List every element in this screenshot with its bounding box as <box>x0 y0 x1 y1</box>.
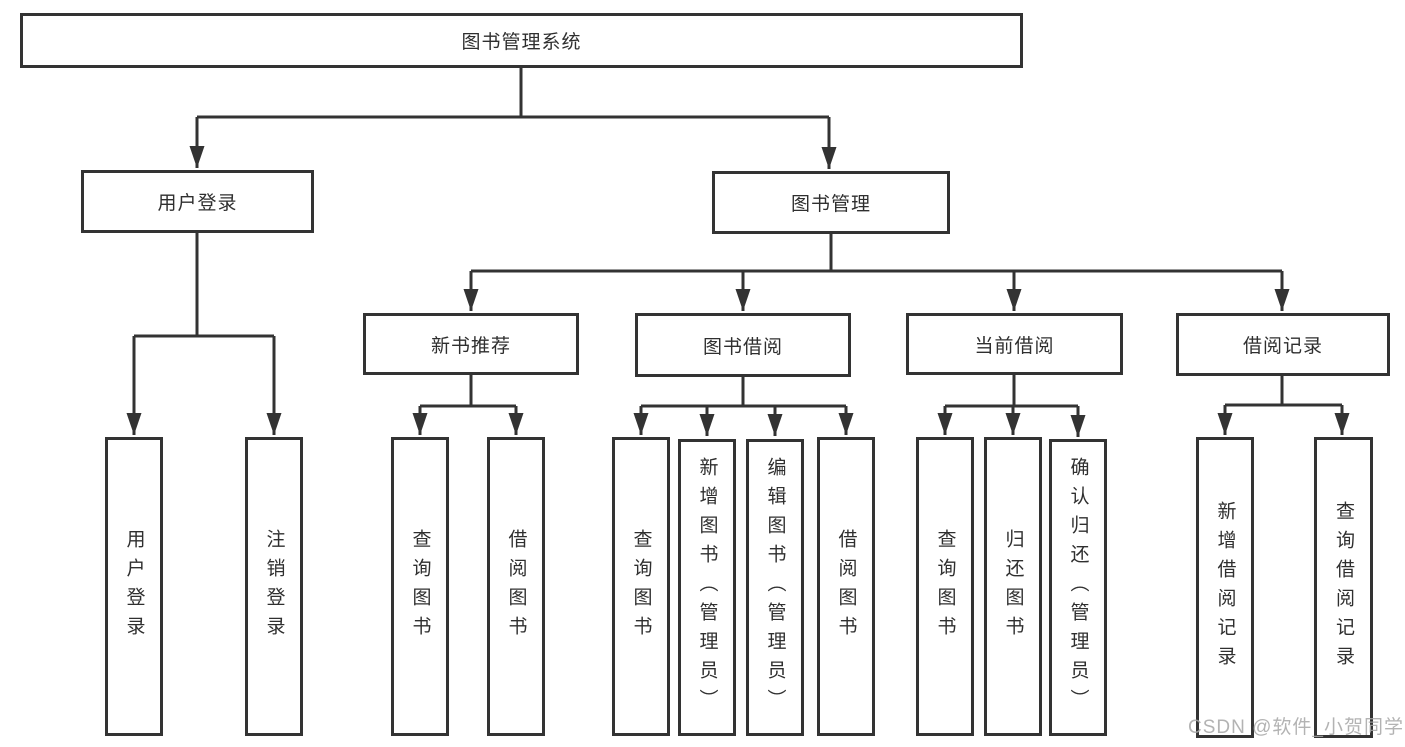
node-label: 新增借阅记录 <box>1214 500 1236 675</box>
node-label: 图书管理系统 <box>461 32 582 53</box>
leaf-query-books-3: 查询图书 <box>916 437 974 736</box>
leaf-borrow-books-2: 借阅图书 <box>817 437 875 736</box>
node-book-borrowing: 图书借阅 <box>635 313 851 377</box>
node-label: 借阅图书 <box>835 528 857 645</box>
leaf-query-borrow-record: 查询借阅记录 <box>1314 437 1373 738</box>
node-label: 查询图书 <box>630 528 652 645</box>
leaf-edit-books-admin: 编辑图书（管理员） <box>746 439 804 736</box>
node-label: 用户登录 <box>157 193 238 214</box>
node-book-management-branch: 图书管理 <box>712 171 950 234</box>
node-label: 查询借阅记录 <box>1333 500 1354 675</box>
node-label: 查询图书 <box>409 528 431 645</box>
node-label: 查询图书 <box>934 528 956 645</box>
node-label: 新书推荐 <box>430 335 511 357</box>
node-user-login-branch: 用户登录 <box>81 170 314 233</box>
node-current-borrowing: 当前借阅 <box>906 313 1123 375</box>
leaf-return-books: 归还图书 <box>984 437 1042 736</box>
node-label: 确认归还（管理员） <box>1067 457 1089 718</box>
csdn-watermark: CSDN @软件_小贺同学 <box>1188 717 1404 738</box>
leaf-add-borrow-record: 新增借阅记录 <box>1196 437 1254 738</box>
node-label: 编辑图书（管理员） <box>764 457 786 718</box>
node-borrowing-records: 借阅记录 <box>1176 313 1390 376</box>
node-label: 图书借阅 <box>702 336 783 358</box>
leaf-borrow-books-1: 借阅图书 <box>487 437 545 736</box>
leaf-add-books-admin: 新增图书（管理员） <box>678 439 736 736</box>
leaf-user-login: 用户登录 <box>105 437 163 736</box>
node-new-book-recommendation: 新书推荐 <box>363 313 579 375</box>
node-label: 注销登录 <box>263 528 285 645</box>
leaf-logout: 注销登录 <box>245 437 303 736</box>
node-library-management-system: 图书管理系统 <box>20 13 1023 68</box>
node-label: 借阅图书 <box>505 528 527 645</box>
node-label: 归还图书 <box>1002 528 1024 645</box>
node-label: 图书管理 <box>790 194 871 215</box>
node-label: 新增图书（管理员） <box>696 457 718 718</box>
node-label: 借阅记录 <box>1242 336 1323 357</box>
leaf-query-books-1: 查询图书 <box>391 437 449 736</box>
leaf-confirm-return-admin: 确认归还（管理员） <box>1049 439 1107 736</box>
node-label: 用户登录 <box>123 528 145 645</box>
node-label: 当前借阅 <box>974 335 1055 357</box>
leaf-query-books-2: 查询图书 <box>612 437 670 736</box>
